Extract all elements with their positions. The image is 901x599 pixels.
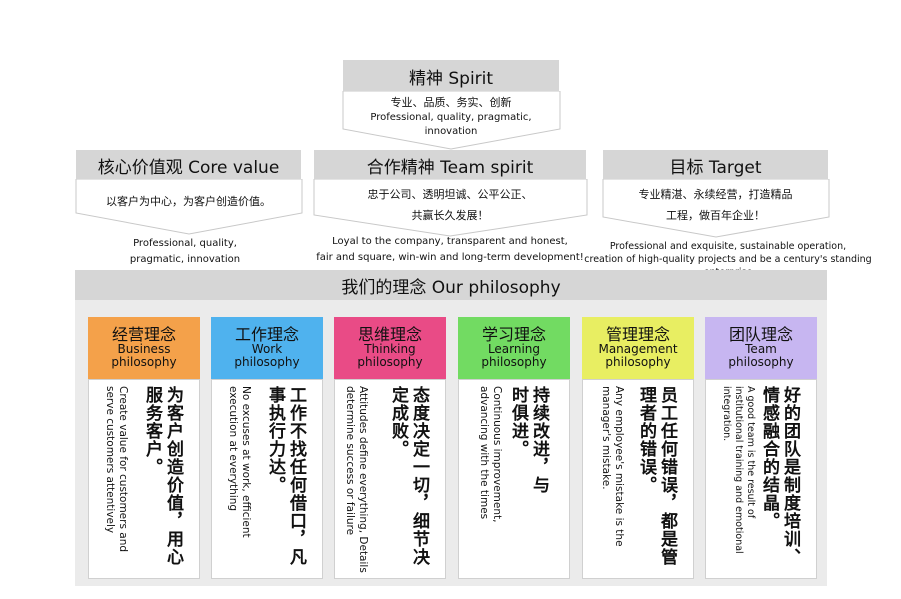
thinking-title-en-1: Thinking (364, 342, 416, 356)
target-arrow-box (602, 179, 830, 238)
management-title-en-2: philosophy (605, 355, 671, 369)
philosophy-item-team: 团队理念 Team philosophy 好的团队是制度培训、情感融合的结晶。 … (705, 317, 817, 579)
core-value-arrow-box (75, 179, 303, 235)
thinking-title-en-2: philosophy (357, 355, 423, 369)
core-value-en-2: pragmatic, innovation (129, 254, 241, 265)
work-body: 工作不找任何借口，凡事执行力达。 No excuses at work, eff… (211, 379, 323, 579)
team-spirit-en-2: fair and square, win-win and long-term d… (316, 252, 584, 263)
management-body-en: Any employee's mistake is the manager's … (600, 386, 625, 547)
team-title-en-2: philosophy (728, 355, 794, 369)
work-title-en-2: philosophy (234, 355, 300, 369)
work-title-zh: 工作理念 (234, 325, 299, 344)
target-body-1: 专业精湛、永续经营，打造精品 (638, 188, 793, 201)
philosophy-item-learning: 学习理念 Learning philosophy 持续改进，与时俱进。 Cont… (458, 317, 570, 579)
core-value-body: 以客户为中心，为客户创造价值。 (106, 195, 271, 208)
business-body-zh: 为客户创造价值，用心服务客户。 (142, 386, 183, 566)
spirit-line-zh: 专业、品质、务实、创新 (390, 96, 512, 109)
business-title-zh: 经营理念 (111, 325, 176, 344)
team-title-en-1: Team (745, 342, 777, 356)
thinking-body-en: Attitudes define everything, Details det… (344, 386, 369, 573)
target-header: 目标 Target (603, 150, 828, 180)
spirit-line-en: Professional, quality, pragmatic, innova… (370, 112, 532, 137)
spirit-arrow-box (342, 91, 561, 150)
team-title-zh: 团队理念 (728, 325, 793, 344)
team-spirit-header: 合作精神 Team spirit (314, 150, 586, 180)
team-spirit-body-2: 共赢长久发展！ (411, 209, 489, 222)
team-body-en: A good team is the result of institution… (721, 386, 756, 554)
learning-title-en-2: philosophy (481, 355, 547, 369)
target-en-1: Professional and exquisite, sustainable … (609, 241, 847, 252)
philosophy-item-thinking: 思维理念 Thinking philosophy 态度决定一切，细节决定成败。 … (334, 317, 446, 579)
business-title-en-2: philosophy (111, 355, 177, 369)
spirit-header: 精神 Spirit (343, 60, 559, 92)
business-header: 经营理念 Business philosophy (88, 317, 200, 379)
philosophy-item-management: 管理理念 Management philosophy 员工任何错误，都是管理者的… (582, 317, 694, 579)
team-spirit-en-1: Loyal to the company, transparent and ho… (332, 236, 568, 247)
core-value-header: 核心价值观 Core value (76, 150, 301, 180)
learning-header: 学习理念 Learning philosophy (458, 317, 570, 379)
team-spirit-arrow-box (313, 179, 588, 237)
philosophy-panel (75, 270, 827, 586)
team-body-zh: 好的团队是制度培训、情感融合的结晶。 (759, 386, 800, 566)
learning-title-en-1: Learning (487, 342, 541, 356)
work-header: 工作理念 Work philosophy (211, 317, 323, 379)
thinking-title-zh: 思维理念 (357, 325, 422, 344)
work-title-en-1: Work (251, 342, 283, 356)
learning-body-en: Continuous improvement, advancing with t… (478, 386, 503, 523)
philosophy-item-business: 经营理念 Business philosophy 为客户创造价值，用心服务客户。… (88, 317, 200, 579)
management-body-zh: 员工任何错误，都是管理者的错误。 (636, 386, 677, 566)
business-body: 为客户创造价值，用心服务客户。 Create value for custome… (88, 379, 200, 579)
thinking-header: 思维理念 Thinking philosophy (334, 317, 446, 379)
core-value-en-1: Professional, quality, (133, 238, 237, 249)
team-spirit-body-1: 忠于公司、透明坦诚、公平公正、 (367, 188, 533, 201)
thinking-body-zh: 态度决定一切，细节决定成败。 (388, 386, 429, 566)
spirit-title: 精神 Spirit (408, 68, 494, 89)
management-title-en-1: Management (598, 342, 678, 356)
philosophy-item-work: 工作理念 Work philosophy 工作不找任何借口，凡事执行力达。 No… (211, 317, 323, 579)
business-title-en-1: Business (117, 342, 171, 356)
thinking-body: 态度决定一切，细节决定成败。 Attitudes define everythi… (334, 379, 446, 579)
team-body: 好的团队是制度培训、情感融合的结晶。 A good team is the re… (705, 379, 817, 579)
business-body-en: Create value for customers and serve cus… (104, 386, 129, 553)
learning-title-zh: 学习理念 (481, 325, 546, 344)
philosophy-header: 我们的理念 Our philosophy (75, 270, 827, 300)
management-title-zh: 管理理念 (605, 325, 670, 344)
work-body-zh: 工作不找任何借口，凡事执行力达。 (265, 386, 306, 566)
target-title: 目标 Target (669, 157, 762, 178)
work-body-en: No excuses at work, efficient execution … (227, 386, 252, 538)
learning-body: 持续改进，与时俱进。 Continuous improvement, advan… (458, 379, 570, 579)
philosophy-title: 我们的理念 Our philosophy (341, 277, 561, 298)
team-spirit-title: 合作精神 Team spirit (366, 157, 534, 178)
management-header: 管理理念 Management philosophy (582, 317, 694, 379)
target-body-2: 工程，做百年企业！ (666, 209, 765, 222)
core-value-title: 核心价值观 Core value (97, 157, 280, 178)
team-header: 团队理念 Team philosophy (705, 317, 817, 379)
management-body: 员工任何错误，都是管理者的错误。 Any employee's mistake … (582, 379, 694, 579)
learning-body-zh: 持续改进，与时俱进。 (508, 386, 549, 494)
